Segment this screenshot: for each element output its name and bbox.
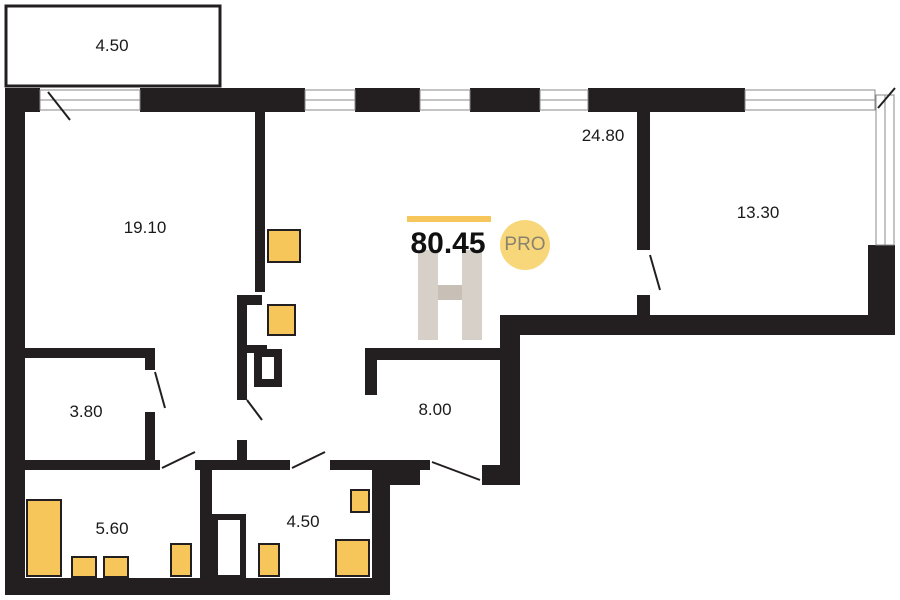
stove-icon	[267, 229, 301, 263]
bathtub-icon	[26, 499, 62, 577]
total-area: 80.45	[410, 227, 486, 260]
toilet-icon	[170, 543, 192, 577]
shower-icon	[335, 539, 370, 577]
room-area-label: 8.00	[418, 400, 452, 419]
room-area-label: 24.80	[581, 126, 625, 145]
brand-logo	[418, 250, 482, 340]
balcony-outline	[4, 4, 222, 88]
accent-bar	[407, 216, 491, 222]
sink-icon	[350, 489, 370, 513]
room-area-label: 4.50	[95, 36, 129, 55]
toilet-icon	[258, 543, 280, 577]
doors	[47, 87, 896, 481]
room-area-label: 19.10	[123, 218, 167, 237]
sink-icon	[103, 556, 129, 578]
room-area-label: 5.60	[95, 519, 129, 538]
sink-icon	[71, 556, 97, 578]
room-area-label: 4.50	[286, 512, 320, 531]
room-area-label: 13.30	[736, 203, 780, 222]
room-area-label: 3.80	[69, 402, 103, 421]
windows	[39, 89, 895, 246]
kitchen-sink-icon	[267, 304, 296, 336]
pro-badge: PRO	[500, 220, 550, 270]
fixtures	[26, 229, 370, 578]
walls	[4, 4, 895, 595]
